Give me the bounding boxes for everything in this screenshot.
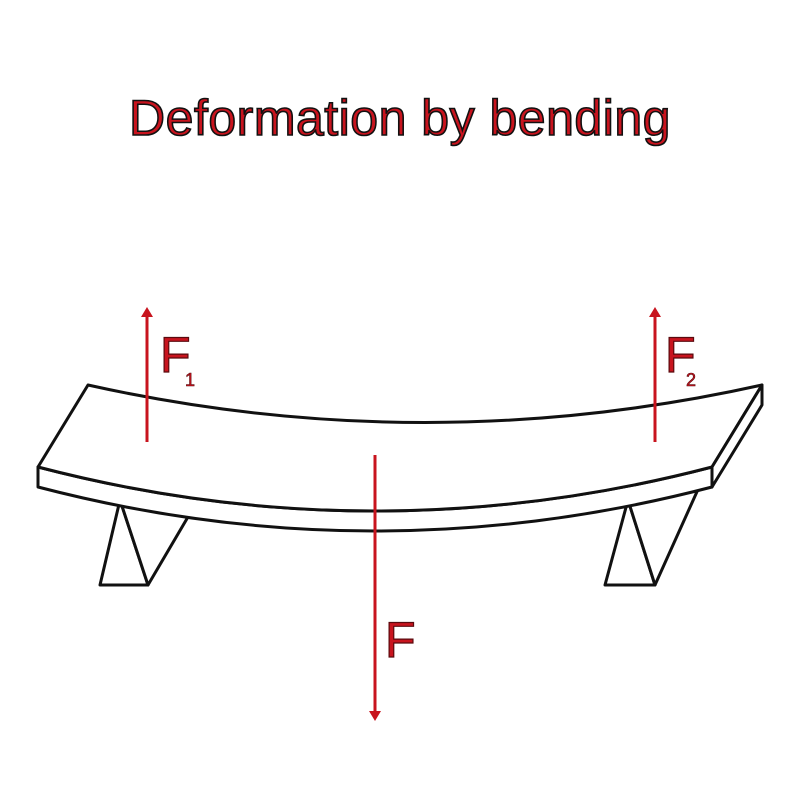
label-f1-subscript: 1 <box>185 370 195 390</box>
label-f2-subscript: 2 <box>686 370 696 390</box>
label-f2: F <box>665 327 696 383</box>
diagram-title: Deformation by bending <box>128 89 671 147</box>
bent-beam <box>36 383 764 533</box>
label-f: F <box>385 612 416 668</box>
beam-right-end-face <box>710 383 764 489</box>
label-f1: F <box>160 327 191 383</box>
